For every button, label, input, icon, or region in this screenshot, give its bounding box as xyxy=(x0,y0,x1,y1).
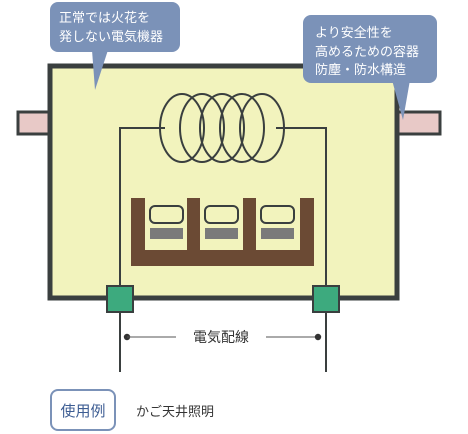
usage-example: 使用例 かご天井照明 xyxy=(50,388,214,432)
usage-text: かご天井照明 xyxy=(136,404,215,420)
callout-right-line1: より安全性を xyxy=(315,25,393,41)
callout-right-line3: 防塵・防水構造 xyxy=(315,62,406,78)
left-conduit xyxy=(16,110,54,136)
callout-right: より安全性を 高めるための容器 防塵・防水構造 xyxy=(303,15,437,120)
lamp-base xyxy=(131,198,314,266)
callout-left-line2: 発しない電気機器 xyxy=(59,29,163,45)
lamp-2 xyxy=(204,205,239,239)
wiring-dimension xyxy=(123,333,322,341)
lamp-1 xyxy=(149,205,184,239)
terminal-right xyxy=(312,285,340,313)
callout-right-line2: 高めるための容器 xyxy=(315,44,419,60)
terminal-left xyxy=(106,285,134,313)
lamp-3 xyxy=(260,205,295,239)
right-conduit xyxy=(392,110,442,136)
internal-wiring xyxy=(119,127,327,296)
callout-left: 正常では火花を 発しない電気機器 xyxy=(50,2,180,90)
wiring-label: 電気配線 xyxy=(193,330,249,346)
callout-left-line1: 正常では火花を xyxy=(59,10,150,26)
usage-badge: 使用例 xyxy=(50,389,116,431)
coil xyxy=(159,93,285,163)
